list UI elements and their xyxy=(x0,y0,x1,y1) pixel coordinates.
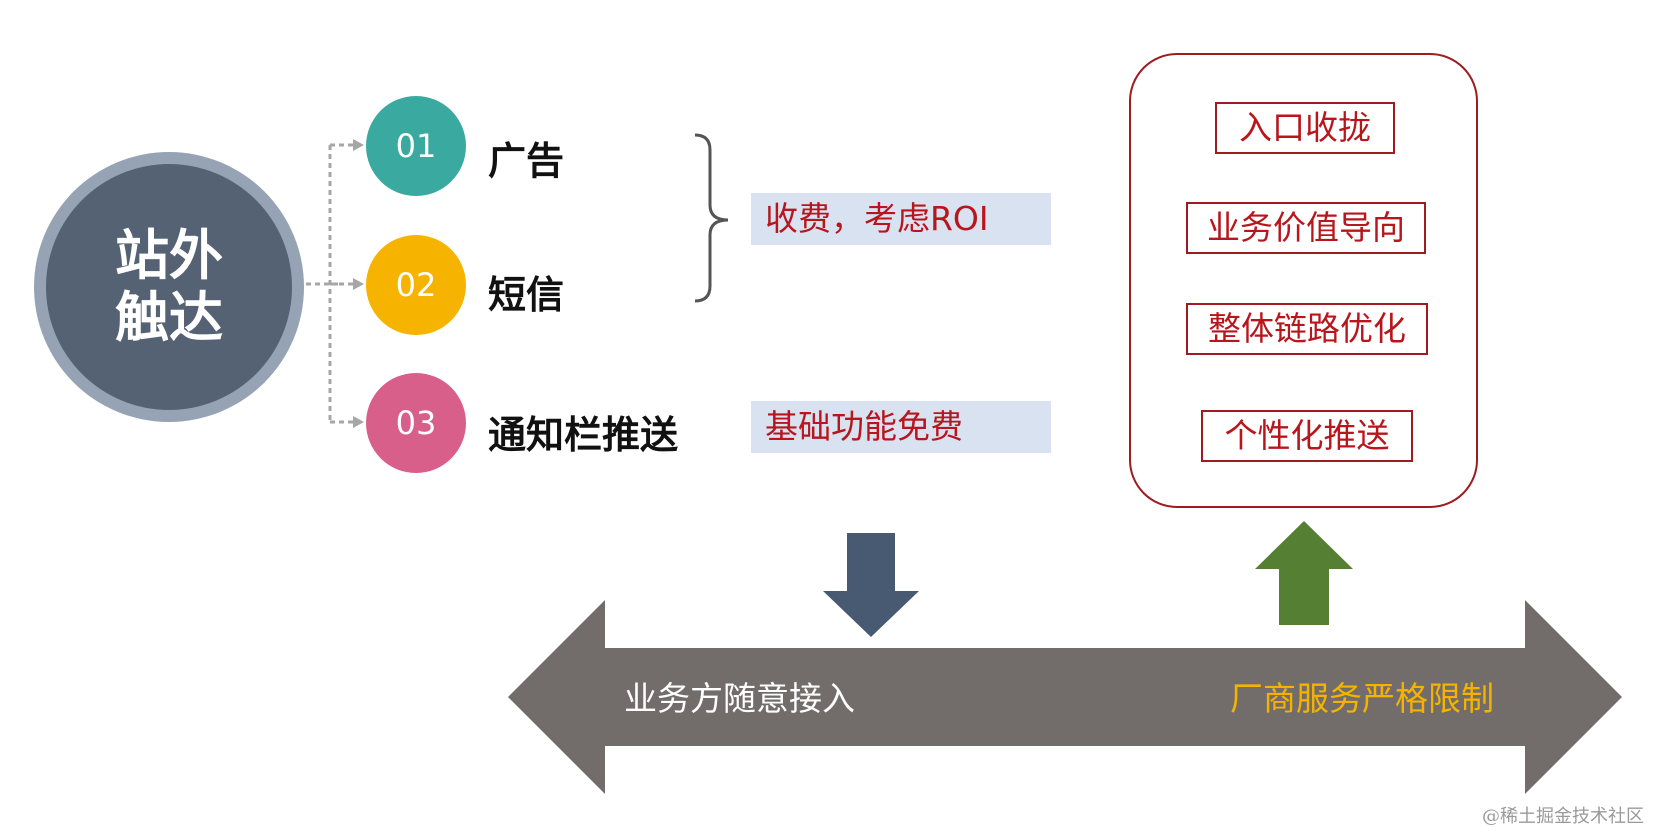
note-free: 基础功能免费 xyxy=(751,401,1051,453)
tag-business-value: 业务价值导向 xyxy=(1186,202,1426,254)
hub-title-line2: 触达 xyxy=(115,286,223,349)
number-circle-02: 02 xyxy=(366,235,466,335)
tag-entry-consolidation: 入口收拢 xyxy=(1215,102,1395,154)
number-circle-01: 01 xyxy=(366,96,466,196)
tag-personalized-push: 个性化推送 xyxy=(1201,410,1413,462)
item-label-ad: 广告 xyxy=(488,139,565,183)
arrow-text-right: 厂商服务严格限制 xyxy=(1230,679,1494,718)
down-arrow-icon xyxy=(823,533,919,637)
up-arrow-icon xyxy=(1255,521,1353,625)
double-headed-arrow xyxy=(508,600,1622,794)
principles-panel xyxy=(1129,53,1478,508)
hub-circle: 站外 触达 xyxy=(46,164,292,410)
number-circle-03: 03 xyxy=(366,373,466,473)
item-label-sms: 短信 xyxy=(488,273,565,317)
number-01: 01 xyxy=(395,127,437,165)
number-03: 03 xyxy=(395,404,437,442)
bracket xyxy=(694,133,729,303)
hub-title-line1: 站外 xyxy=(115,224,223,287)
watermark: @稀土掘金技术社区 xyxy=(1482,806,1644,827)
tag-overall-optimization: 整体链路优化 xyxy=(1186,303,1428,355)
arrow-text-left: 业务方随意接入 xyxy=(624,679,855,718)
number-02: 02 xyxy=(395,266,437,304)
item-label-push: 通知栏推送 xyxy=(488,413,679,457)
note-paid: 收费，考虑ROI xyxy=(751,193,1051,245)
